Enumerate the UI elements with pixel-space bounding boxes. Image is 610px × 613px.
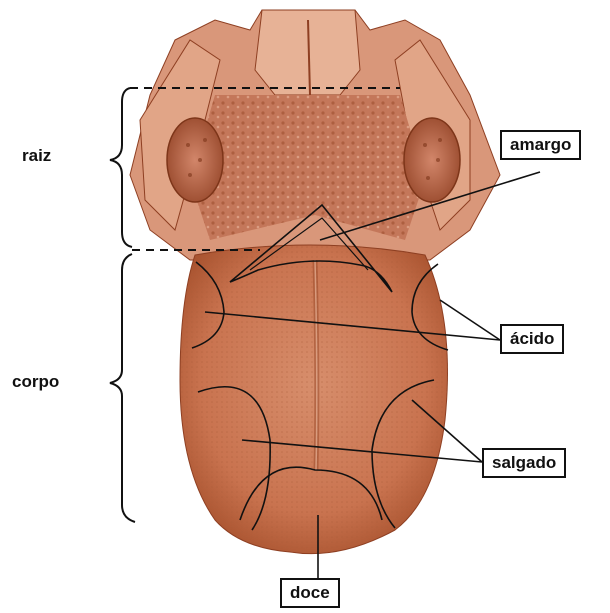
sweet-label: doce: [280, 578, 340, 608]
bitter-label: amargo: [500, 130, 581, 160]
salty-label: salgado: [482, 448, 566, 478]
body-bracket: [110, 254, 135, 522]
root-bracket: [110, 88, 132, 247]
sour-leader-right: [440, 300, 500, 340]
root-label: raiz: [22, 146, 51, 166]
body-label: corpo: [12, 372, 59, 392]
sour-label: ácido: [500, 324, 564, 354]
